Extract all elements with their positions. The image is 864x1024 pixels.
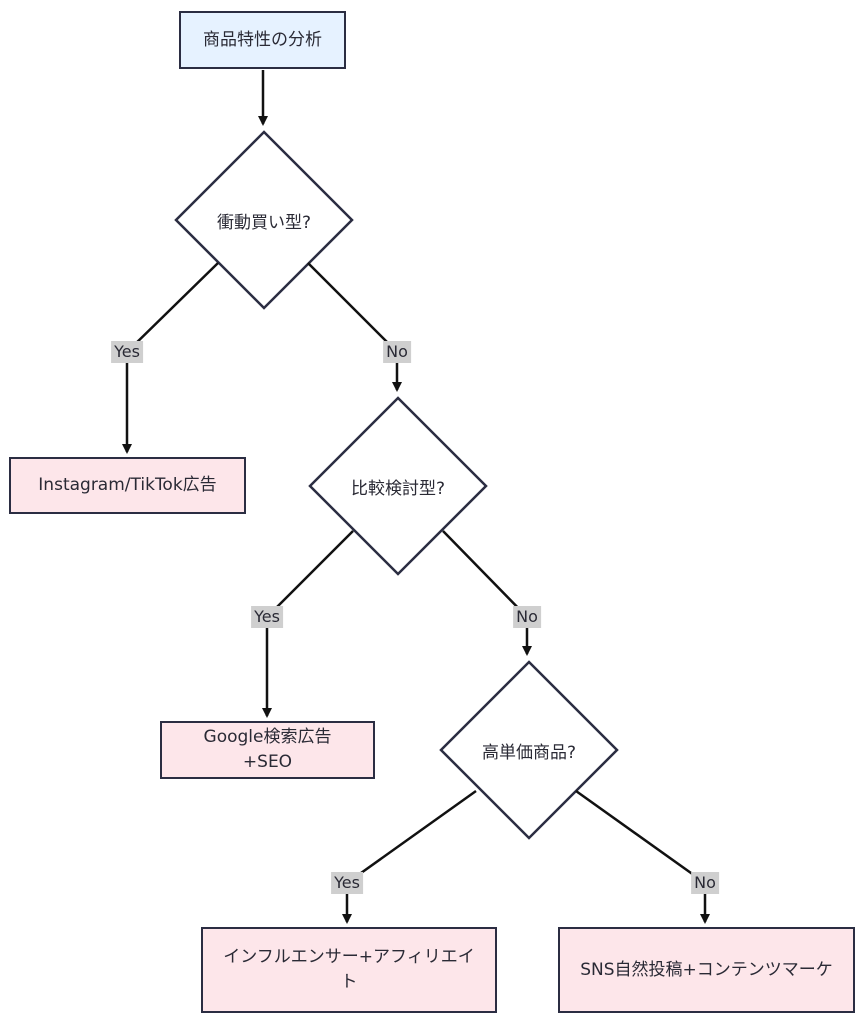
- edge-highprice-no: [575, 789, 710, 924]
- result-node-sns-content: SNS自然投稿+コンテンツマーケ: [558, 927, 855, 1013]
- result-label-influencer-affiliate: インフルエンサー+アフィリエイト: [223, 947, 475, 992]
- edge-compare-no: [442, 530, 532, 656]
- edge-label-impulse-no: No: [383, 341, 411, 363]
- decision-label-compare: 比較検討型?: [350, 478, 446, 499]
- start-node: 商品特性の分析: [179, 11, 346, 69]
- edge-label-impulse-yes: Yes: [111, 341, 143, 363]
- edge-label-compare-yes: Yes: [251, 606, 283, 628]
- edge-label-highprice-no: No: [691, 872, 719, 894]
- result-label-sns-content: SNS自然投稿+コンテンツマーケ: [580, 959, 833, 980]
- edge-label-highprice-yes: Yes: [331, 872, 363, 894]
- result-node-influencer-affiliate: インフルエンサー+アフィリエイト: [201, 927, 497, 1013]
- edge-highprice-yes: [342, 789, 477, 924]
- start-node-label: 商品特性の分析: [203, 29, 322, 50]
- edge-impulse-no: [307, 262, 402, 392]
- result-node-instagram-tiktok: Instagram/TikTok広告: [9, 457, 246, 514]
- edge-label-compare-no: No: [513, 606, 541, 628]
- decision-diamond-compare: [308, 396, 488, 576]
- decision-label-highprice: 高単価商品?: [481, 742, 577, 763]
- decision-label-impulse: 衝動買い型?: [216, 212, 312, 233]
- result-label-google-seo: Google検索広告+SEO: [203, 727, 332, 772]
- result-label-instagram-tiktok: Instagram/TikTok広告: [38, 475, 217, 496]
- decision-diamond-highprice: [439, 660, 619, 840]
- result-node-google-seo: Google検索広告+SEO: [160, 721, 375, 779]
